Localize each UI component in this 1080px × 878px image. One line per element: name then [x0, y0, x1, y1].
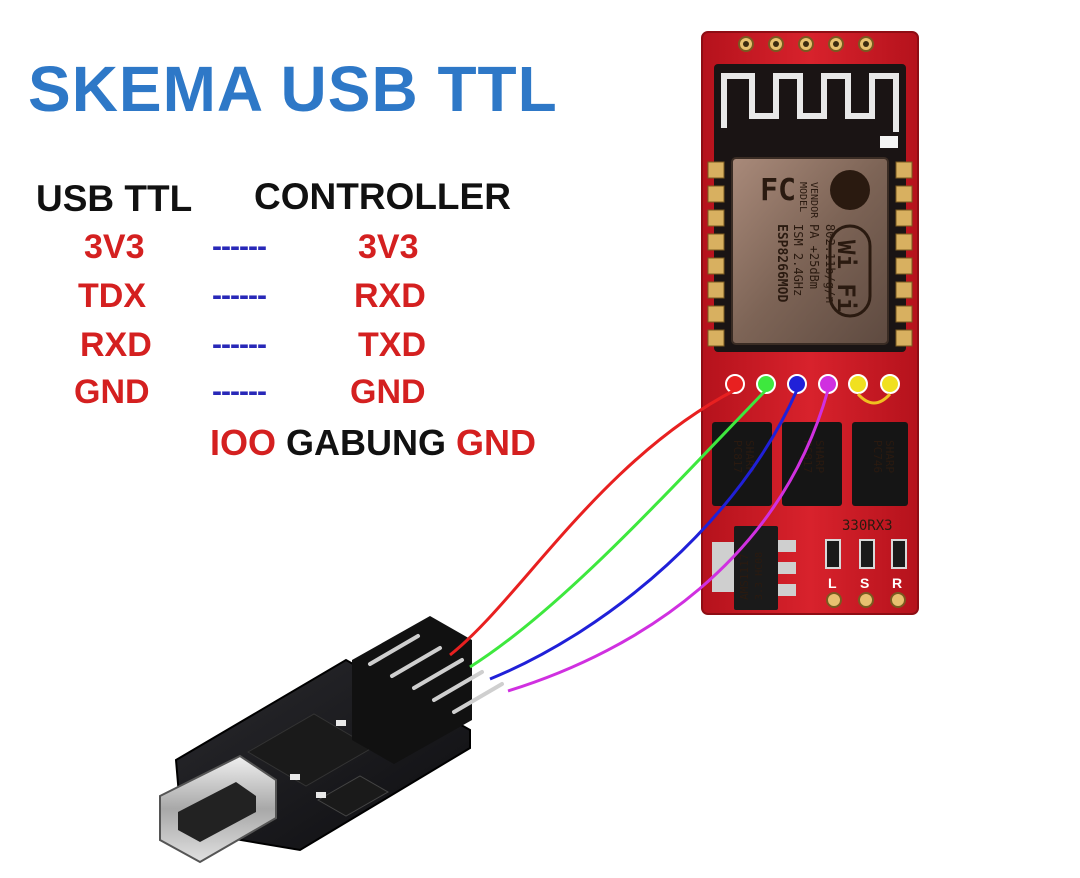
bottom-header-pins [826, 592, 906, 608]
fc-logo: FC [760, 173, 796, 208]
svg-text:SHARP: SHARP [743, 440, 756, 473]
pin-label-l: L [828, 575, 837, 591]
pin-label-r: R [892, 575, 902, 591]
svg-text:PC817: PC817 [801, 440, 814, 473]
chip-vendor-label: VENDOR [808, 182, 819, 219]
connector-dash-3: ------ [212, 328, 267, 361]
led-indicator [880, 136, 898, 148]
connection-wires [449, 388, 830, 693]
usb-ttl-pin-3: RXD [80, 326, 152, 364]
connector-dash-1: ------ [212, 230, 267, 263]
smd-resistors [825, 539, 907, 569]
header-usb-ttl: USB TTL [36, 178, 193, 219]
esp-side-pads [707, 161, 913, 347]
diagram-title: SKEMA USB TTL [28, 53, 558, 125]
usb-ttl-adapter [159, 616, 504, 864]
header-controller: CONTROLLER [254, 176, 511, 217]
note-gabung: GABUNG [286, 422, 447, 463]
svg-text:PC817: PC817 [731, 440, 744, 473]
usb-c-port [178, 782, 256, 842]
wifi-logo: Wi Fi [832, 240, 860, 312]
adapter-header-pins [368, 634, 504, 714]
adapter-pin-header [352, 616, 472, 764]
svg-text:PC746: PC746 [871, 440, 884, 473]
note-ioo: IOO [210, 422, 277, 463]
chip-name: ESP8266MOD [774, 224, 789, 302]
pin-label-s: S [860, 575, 869, 591]
svg-text:3.3 HC08: 3.3 HC08 [754, 552, 765, 600]
chip-pa: PA +25dBm [807, 224, 821, 289]
wire-rx-tx [489, 389, 799, 681]
usb-ttl-pin-4: GND [74, 373, 150, 411]
chip-model-label: MODEL [797, 182, 808, 212]
adapter-regulator [316, 775, 390, 817]
chip-ism: ISM 2.4GHz [791, 224, 805, 296]
wiring-note: IOO GABUNG GND [210, 422, 536, 464]
usb-ttl-pin-1: 3V3 [84, 228, 145, 266]
resistor-bank-label: 330RX3 [842, 518, 893, 534]
wire-gnd [507, 389, 830, 693]
module-connection-pads [725, 374, 900, 405]
wifi-fan-logo [830, 170, 870, 210]
svg-text:AMS1117: AMS1117 [738, 554, 751, 600]
esp8266-relay-module: FC MODEL VENDOR ESP8266MOD ISM 2.4GHz PA… [701, 31, 919, 615]
svg-text:SHARP: SHARP [813, 440, 826, 473]
wire-3v3 [449, 388, 736, 657]
svg-text:SHARP: SHARP [883, 440, 896, 473]
connector-dash-4: ------ [212, 375, 267, 408]
note-gnd: GND [456, 422, 537, 463]
controller-pin-4: GND [350, 373, 426, 411]
connector-dash-2: ------ [212, 279, 267, 312]
wire-tx-rx [469, 388, 768, 669]
pcb-antenna-trace [721, 73, 899, 132]
controller-pin-2: RXD [354, 277, 426, 315]
usb-ttl-pin-2: TDX [78, 277, 146, 315]
top-header-pins [738, 36, 874, 52]
controller-pin-3: TXD [358, 326, 426, 364]
controller-pin-1: 3V3 [358, 228, 419, 266]
